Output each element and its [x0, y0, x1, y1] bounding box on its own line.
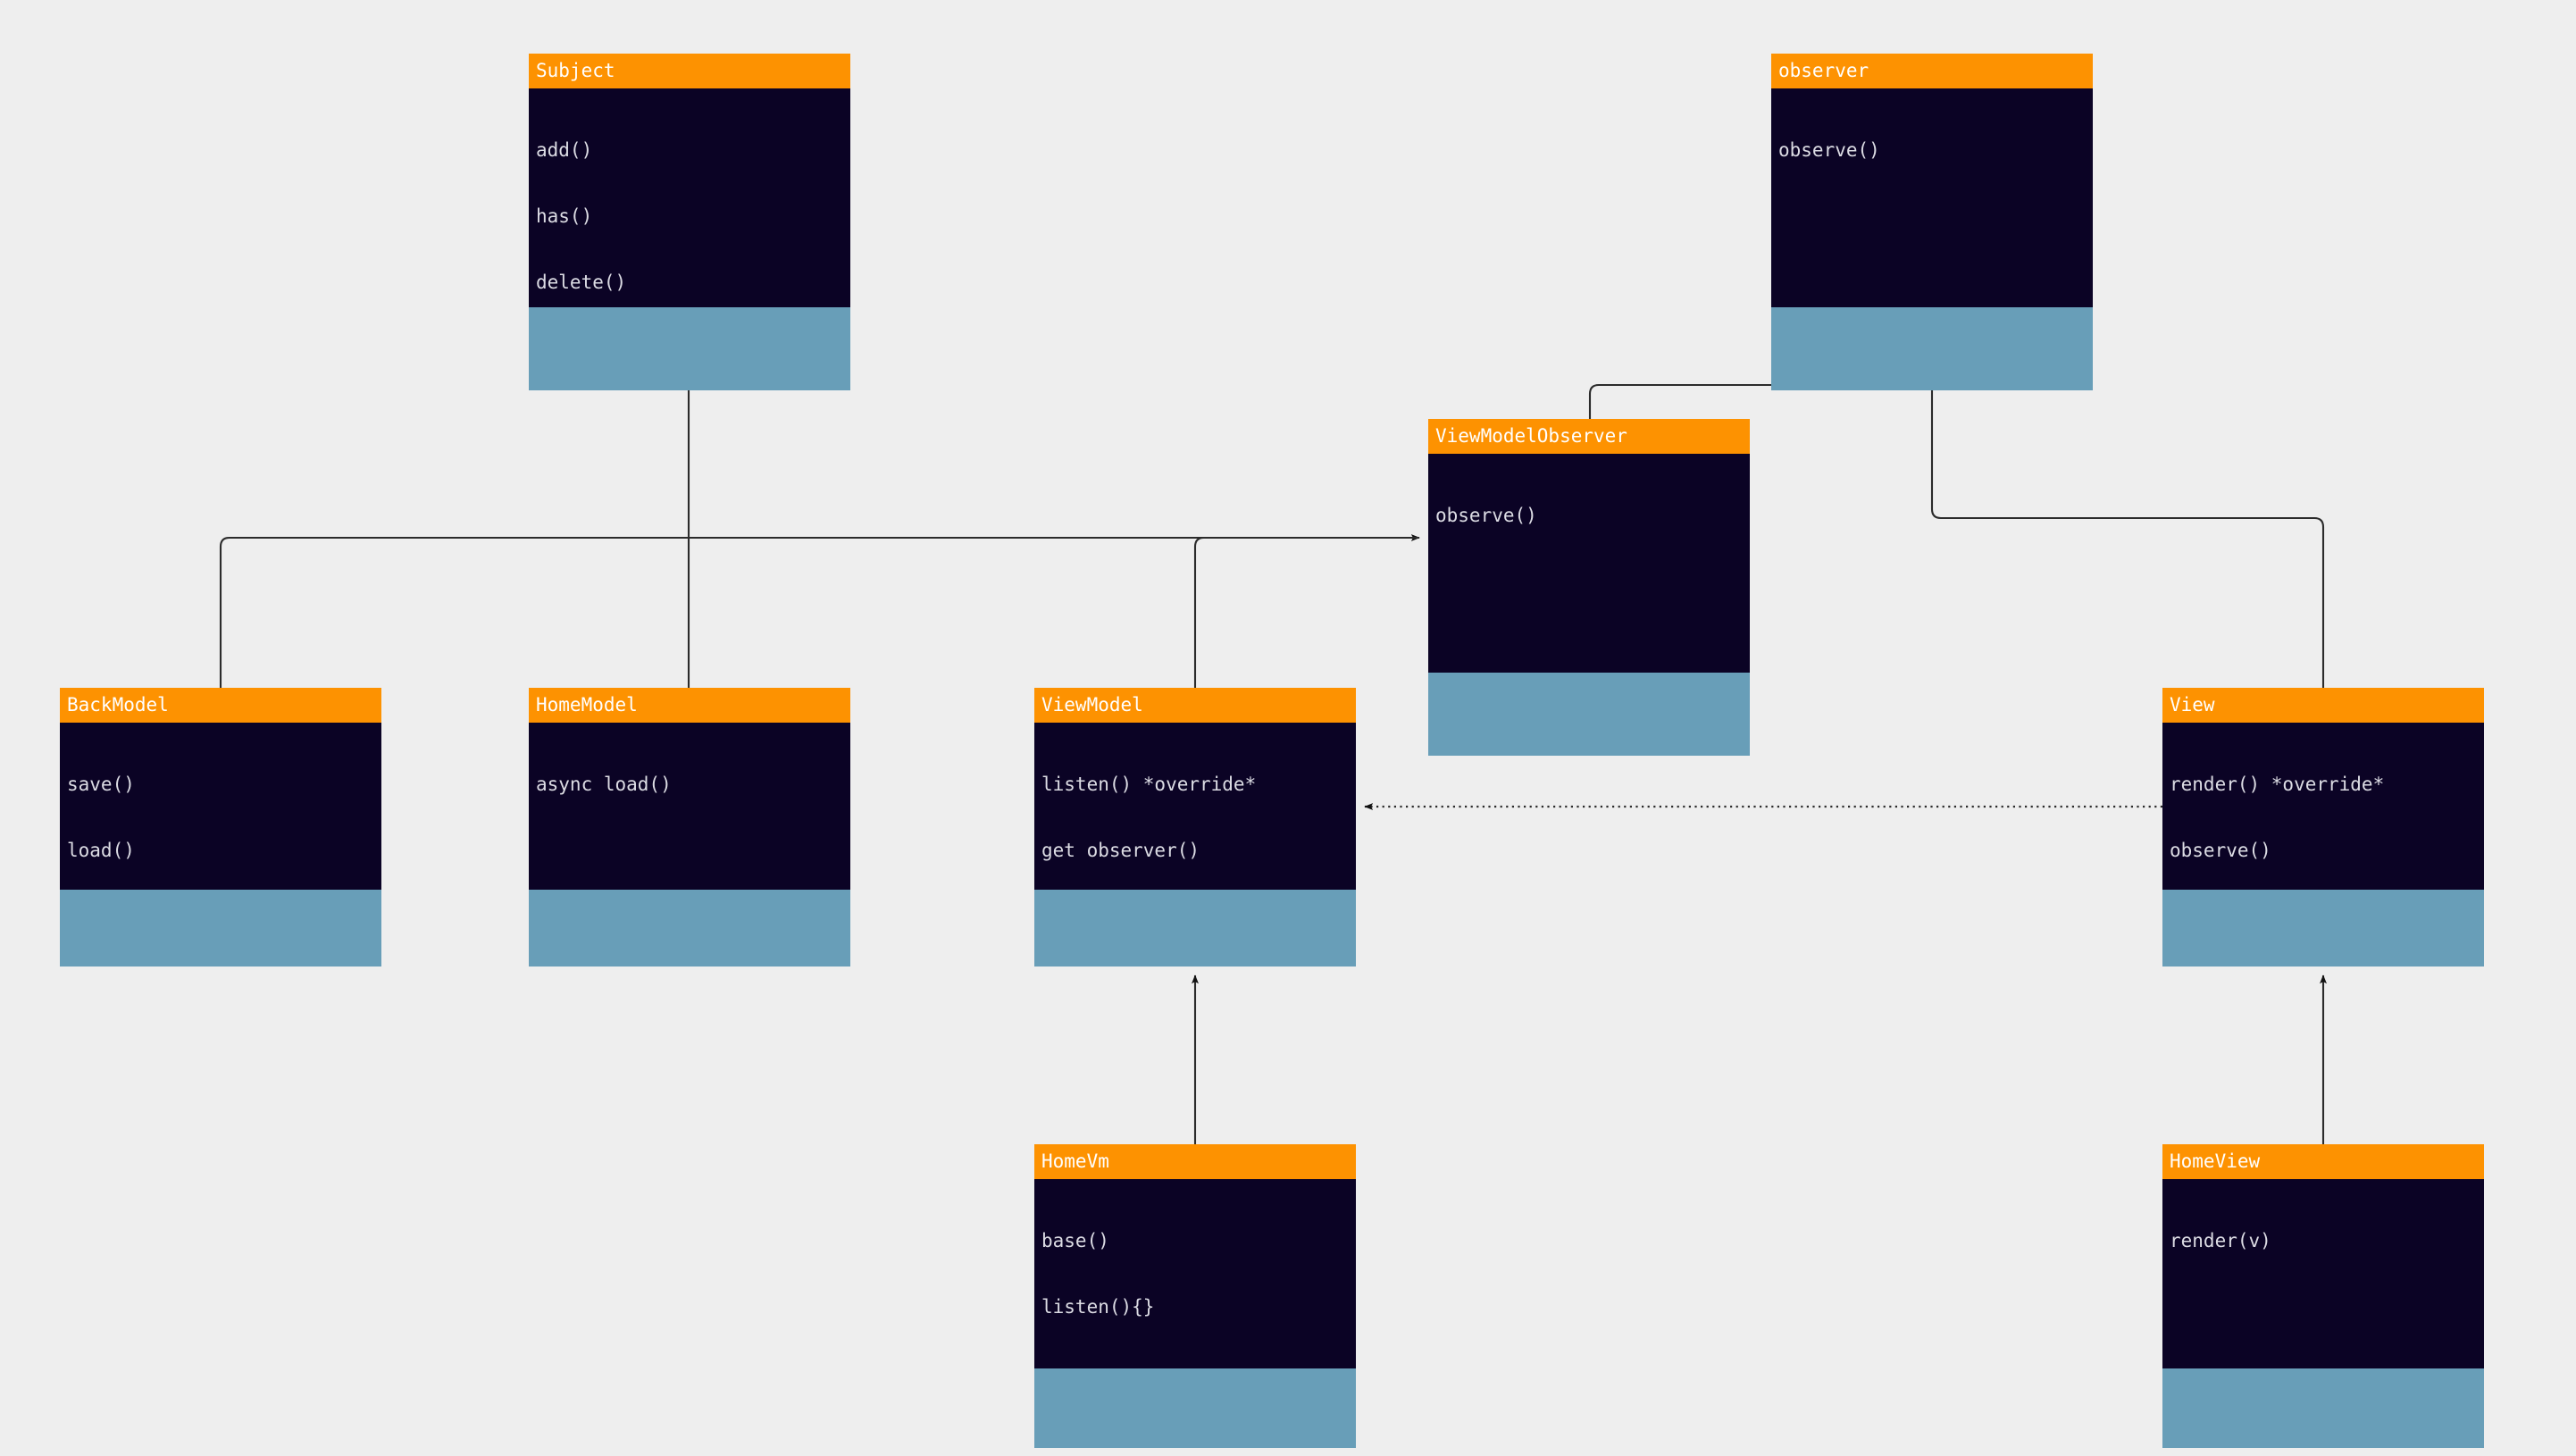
class-box-subject[interactable]: Subject add() has() delete() notify()	[529, 54, 850, 390]
member: observe()	[1435, 505, 1537, 527]
member: async load()	[536, 774, 672, 796]
class-footer-subject	[529, 307, 850, 390]
class-members-subject: add() has() delete() notify()	[529, 88, 850, 307]
member: listen(){}	[1041, 1295, 1155, 1318]
member: observe()	[1778, 139, 1880, 162]
member: delete()	[536, 271, 627, 293]
member-spacer	[1041, 1362, 1356, 1368]
member: base()	[1041, 1230, 1109, 1252]
class-footer-view	[2162, 890, 2484, 966]
member: listen() *override*	[1041, 774, 1257, 796]
class-title-view: View	[2162, 688, 2484, 723]
class-members-homevm: base() listen(){} /* ACTION */ $direct()…	[1034, 1179, 1356, 1368]
class-footer-viewmodel	[1034, 890, 1356, 966]
class-members-viewmodel: listen() *override* get observer()	[1034, 723, 1356, 890]
member: add()	[536, 139, 593, 162]
class-footer-homevm	[1034, 1368, 1356, 1448]
class-members-viewmodelobserver: observe()	[1428, 454, 1750, 673]
class-members-view: render() *override* observe() get view()…	[2162, 723, 2484, 890]
class-title-observer: observer	[1771, 54, 2093, 88]
member: observe()	[2170, 839, 2271, 861]
class-title-viewmodelobserver: ViewModelObserver	[1428, 419, 1750, 454]
class-footer-viewmodelobserver	[1428, 673, 1750, 756]
class-members-homemodel: async load() get list()	[529, 723, 850, 890]
member: save()	[67, 774, 135, 796]
class-title-viewmodel: ViewModel	[1034, 688, 1356, 723]
class-footer-backmodel	[60, 890, 381, 966]
member: render(v)	[2170, 1230, 2271, 1252]
class-box-view[interactable]: View render() *override* observe() get v…	[2162, 688, 2484, 966]
member: render() *override*	[2170, 774, 2385, 796]
class-title-backmodel: BackModel	[60, 688, 381, 723]
class-box-viewmodel[interactable]: ViewModel listen() *override* get observ…	[1034, 688, 1356, 966]
class-box-viewmodelobserver[interactable]: ViewModelObserver observe()	[1428, 419, 1750, 756]
edge-view-to-observer	[1930, 344, 2325, 688]
class-box-homeview[interactable]: HomeView render(v)	[2162, 1144, 2484, 1448]
edge-viewmodel-to-viewmodelobserver	[1193, 536, 1419, 688]
class-title-subject: Subject	[529, 54, 850, 88]
member: load()	[67, 839, 135, 861]
class-box-homemodel[interactable]: HomeModel async load() get list()	[529, 688, 850, 966]
class-box-backmodel[interactable]: BackModel save() load() setState() get s…	[60, 688, 381, 966]
member: get observer()	[1041, 839, 1200, 861]
member: has()	[536, 205, 593, 227]
class-box-observer[interactable]: observer observe()	[1771, 54, 2093, 390]
class-members-homeview: render(v)	[2162, 1179, 2484, 1368]
class-members-backmodel: save() load() setState() get state() get…	[60, 723, 381, 890]
class-title-homemodel: HomeModel	[529, 688, 850, 723]
class-footer-observer	[1771, 307, 2093, 390]
class-footer-homeview	[2162, 1368, 2484, 1448]
edge-backmodel-to-viewmodelobserver	[219, 534, 1420, 688]
class-box-homevm[interactable]: HomeVm base() listen(){} /* ACTION */ $d…	[1034, 1144, 1356, 1448]
class-footer-homemodel	[529, 890, 850, 966]
class-title-homeview: HomeView	[2162, 1144, 2484, 1179]
member-spacer	[536, 840, 850, 862]
class-title-homevm: HomeVm	[1034, 1144, 1356, 1179]
class-members-observer: observe()	[1771, 88, 2093, 307]
